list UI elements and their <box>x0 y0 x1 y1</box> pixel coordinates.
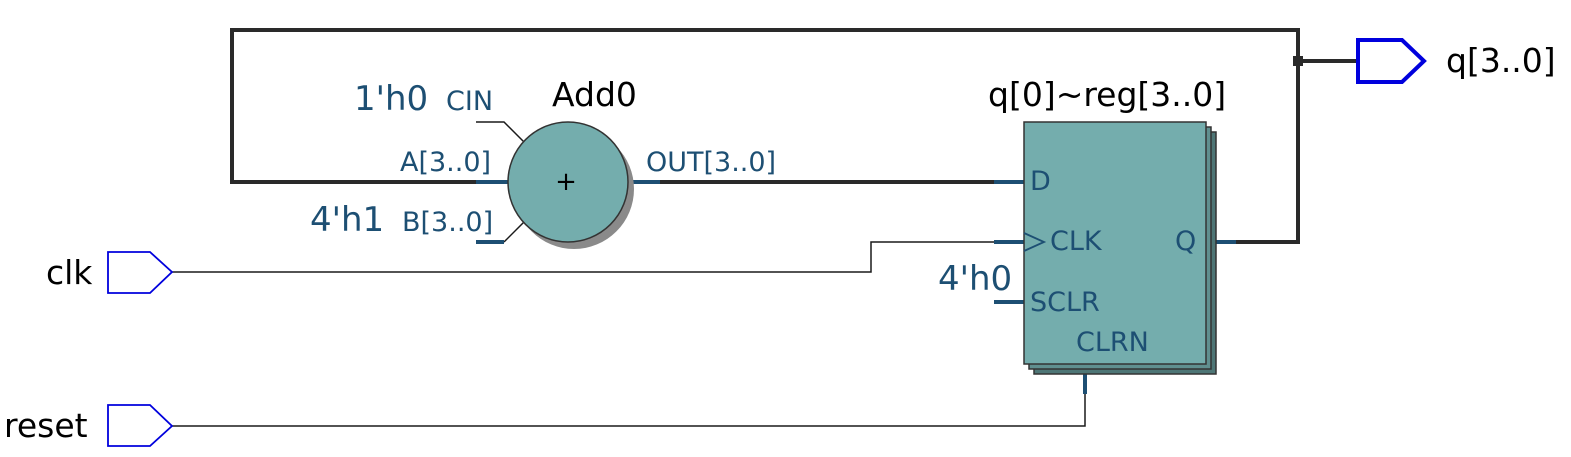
clock-edge-triangle-icon <box>1023 232 1047 252</box>
reg-sclr-port-label: SCLR <box>1030 287 1100 318</box>
sclr-constant-label: 4'h0 <box>938 259 1012 299</box>
clk-input-pin-icon[interactable] <box>107 251 174 294</box>
clk-wire[interactable] <box>172 241 1022 273</box>
clk-input-label: clk <box>46 253 93 292</box>
adder-out-port-label: OUT[3..0] <box>646 147 776 178</box>
reg-q-port-label: Q <box>1175 226 1196 257</box>
feedback-bus-wire[interactable] <box>230 28 1300 244</box>
adder-body <box>507 121 629 243</box>
adder-a-port-label: A[3..0] <box>400 147 491 178</box>
adder-cin-port-label: CIN <box>446 86 493 117</box>
reset-input-pin-icon[interactable] <box>107 404 174 447</box>
reg-clrn-port-label: CLRN <box>1076 327 1149 358</box>
reset-input-label: reset <box>4 406 88 445</box>
labels: Add0 q[0]~reg[3..0] clk reset q[3..0] 1'… <box>4 41 1556 445</box>
bus-junction-dot <box>1293 56 1303 66</box>
reg-d-port-label: D <box>1030 166 1051 197</box>
adder-block[interactable]: + <box>507 121 634 249</box>
q-output-pin-icon[interactable] <box>1356 38 1427 84</box>
reg-clk-port-label: CLK <box>1050 226 1103 257</box>
b-constant-label: 4'h1 <box>310 200 384 240</box>
adder-instance-name: Add0 <box>552 75 637 114</box>
register-block[interactable] <box>1023 121 1217 375</box>
adder-plus-symbol: + <box>555 167 577 197</box>
io-pins[interactable] <box>107 38 1427 447</box>
cin-lead <box>476 121 525 143</box>
b-lead <box>503 221 525 243</box>
q-output-label: q[3..0] <box>1446 41 1556 80</box>
cin-constant-label: 1'h0 <box>354 79 428 119</box>
reset-wire[interactable] <box>172 366 1086 427</box>
register-body <box>1023 121 1207 365</box>
adder-b-port-label: B[3..0] <box>402 207 493 238</box>
register-instance-name: q[0]~reg[3..0] <box>988 75 1226 114</box>
